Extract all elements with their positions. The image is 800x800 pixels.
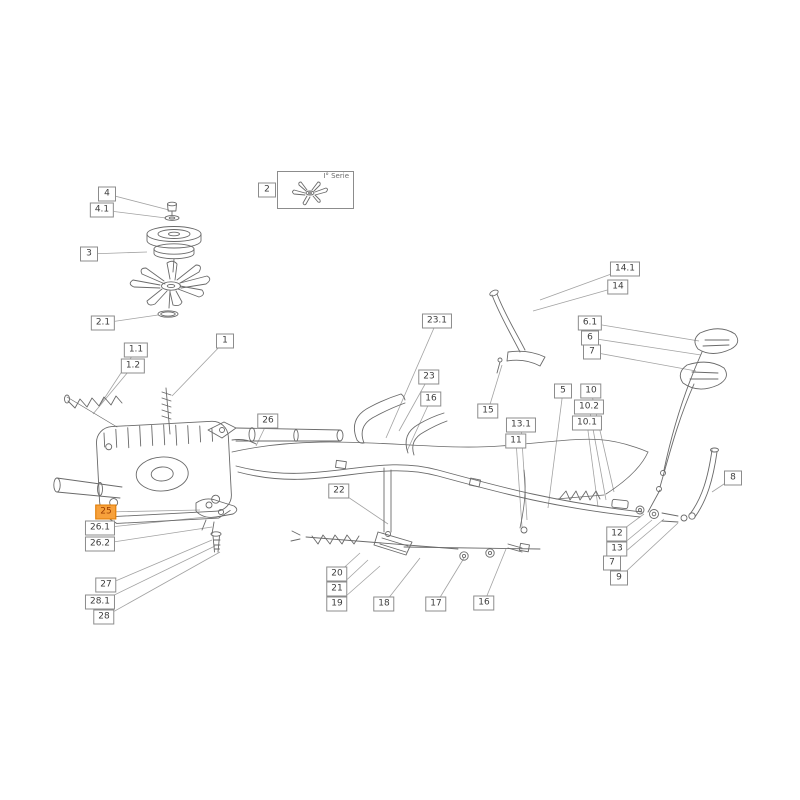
part-label-4-1[interactable]: 4.1 [89, 202, 115, 218]
part-label-1[interactable]: 1 [216, 333, 234, 349]
part-label-10[interactable]: 10 [580, 383, 602, 399]
part-label-1-2[interactable]: 1.2 [120, 358, 146, 374]
part-label-26[interactable]: 26 [257, 413, 279, 429]
part-label-11[interactable]: 11 [505, 433, 527, 449]
part-label-21[interactable]: 21 [326, 581, 348, 597]
part-label-6[interactable]: 6 [581, 330, 599, 346]
part-label-9[interactable]: 9 [610, 570, 628, 586]
part-label-23-1[interactable]: 23.1 [421, 313, 453, 329]
part-label-7[interactable]: 7 [603, 555, 621, 571]
part-label-16[interactable]: 16 [473, 595, 495, 611]
part-label-4[interactable]: 4 [98, 186, 116, 202]
part-label-10-2[interactable]: 10.2 [573, 399, 605, 415]
part-label-17[interactable]: 17 [425, 596, 447, 612]
leader-lines [88, 193, 734, 618]
part-label-26-1[interactable]: 26.1 [84, 520, 116, 536]
part-label-18[interactable]: 18 [373, 596, 395, 612]
part-label-25[interactable]: 25 [95, 504, 117, 520]
part-label-14-1[interactable]: 14.1 [609, 261, 641, 277]
inset-caption: I° Serie [323, 172, 349, 180]
part-label-16[interactable]: 16 [420, 391, 442, 407]
first-series-inset-box: I° Serie [277, 171, 354, 209]
part-label-5[interactable]: 5 [554, 383, 572, 399]
part-label-20[interactable]: 20 [326, 566, 348, 582]
part-label-19[interactable]: 19 [326, 596, 348, 612]
part-label-28-1[interactable]: 28.1 [84, 594, 116, 610]
part-label-3[interactable]: 3 [80, 246, 98, 262]
part-label-23[interactable]: 23 [418, 369, 440, 385]
part-label-26-2[interactable]: 26.2 [84, 536, 116, 552]
part-label-14[interactable]: 14 [607, 279, 629, 295]
part-label-7[interactable]: 7 [583, 344, 601, 360]
part-label-2[interactable]: 2 [258, 182, 276, 198]
part-label-8[interactable]: 8 [724, 470, 742, 486]
exploded-view-linework [53, 201, 739, 561]
part-label-1-1[interactable]: 1.1 [123, 342, 149, 358]
part-label-2-1[interactable]: 2.1 [90, 315, 116, 331]
part-label-27[interactable]: 27 [95, 577, 117, 593]
part-label-22[interactable]: 22 [328, 483, 350, 499]
part-label-28[interactable]: 28 [93, 609, 115, 625]
part-label-13[interactable]: 13 [606, 541, 628, 557]
part-label-12[interactable]: 12 [606, 526, 628, 542]
part-label-13-1[interactable]: 13.1 [505, 417, 537, 433]
part-label-6-1[interactable]: 6.1 [577, 315, 603, 331]
inset-fan-icon [292, 181, 328, 206]
part-label-15[interactable]: 15 [477, 403, 499, 419]
part-label-10-1[interactable]: 10.1 [571, 415, 603, 431]
